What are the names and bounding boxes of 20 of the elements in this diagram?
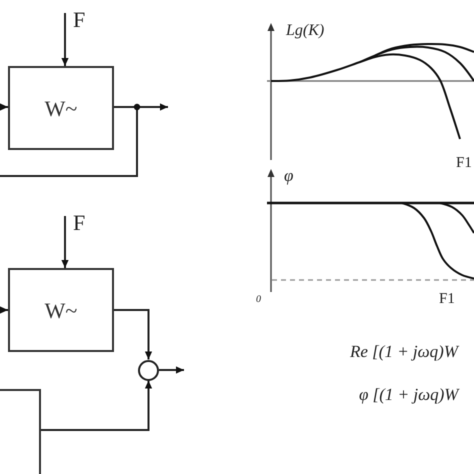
arrow bbox=[0, 103, 8, 111]
formula-text: φ [(1 + jωq)W bbox=[359, 386, 458, 403]
process-box bbox=[0, 389, 41, 474]
summing-junction bbox=[138, 360, 159, 380]
arrow bbox=[159, 366, 184, 374]
transfer-function-label: W~ bbox=[44, 300, 78, 322]
process-box bbox=[8, 268, 114, 352]
curve-label: F1 bbox=[456, 156, 472, 171]
axis-label: φ bbox=[284, 167, 294, 184]
tick-label: F1 bbox=[439, 292, 455, 307]
arrow bbox=[0, 306, 8, 314]
origin-label: 0 bbox=[256, 295, 261, 305]
arrow bbox=[61, 216, 69, 268]
process-box bbox=[8, 66, 114, 150]
transfer-function-label: W~ bbox=[44, 98, 78, 120]
arrow bbox=[114, 309, 152, 360]
formula-text: Re [(1 + jωq)W bbox=[350, 343, 458, 360]
arrow bbox=[41, 380, 152, 431]
arrow bbox=[61, 13, 69, 66]
axis-label: Lg(K) bbox=[286, 23, 324, 39]
